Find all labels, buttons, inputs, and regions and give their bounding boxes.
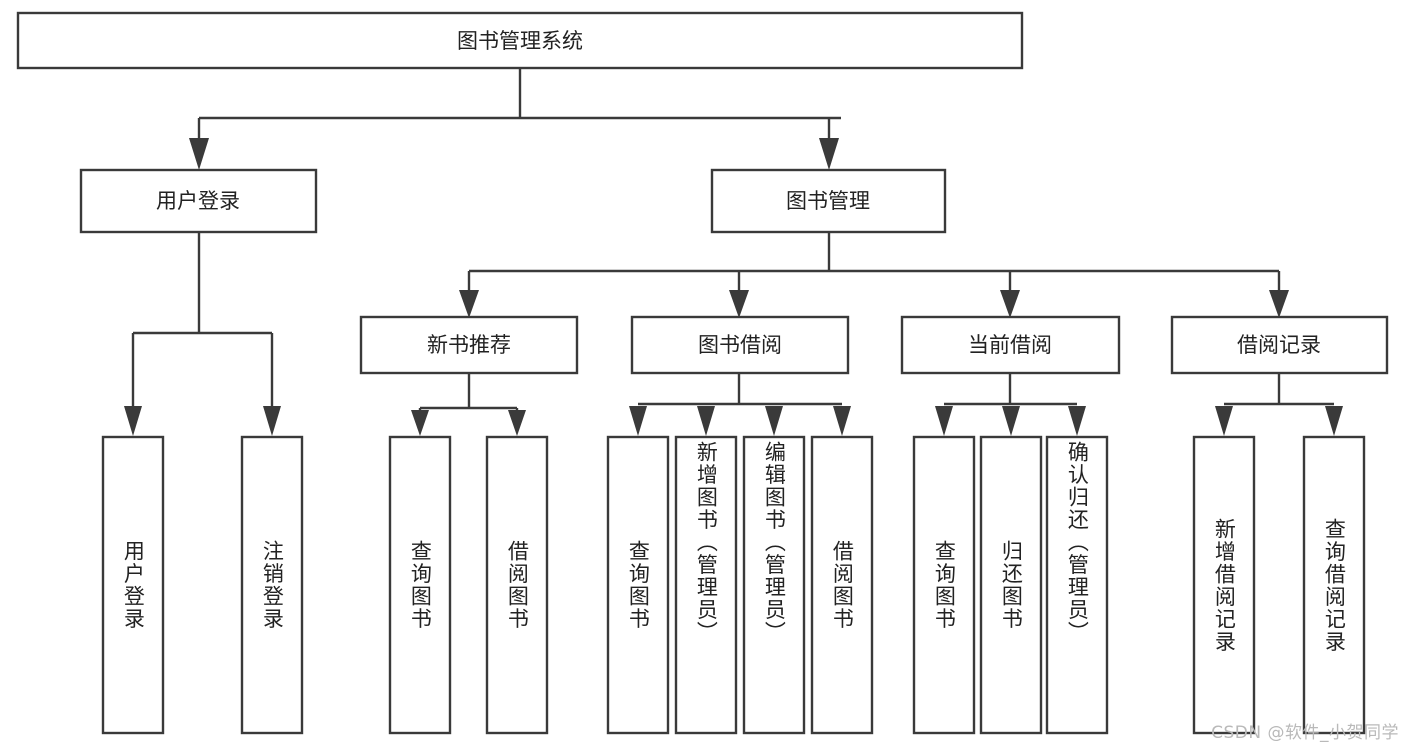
connector-group-borrow-record [1215, 373, 1343, 436]
leaf-box-user-login-1[interactable] [101, 435, 165, 735]
node-borrow-record-label: 借阅记录 [1237, 333, 1321, 357]
node-current-borrow-box[interactable] [900, 315, 1121, 375]
leaf-group-book-borrow [606, 435, 874, 735]
arrow-head-new-book [459, 290, 479, 318]
arrow-head-book-borrow [729, 290, 749, 318]
leaf-box-user-login-2[interactable] [240, 435, 304, 735]
connector-group-book-borrow [629, 373, 851, 436]
leaf-box-current-borrow-3[interactable] [1045, 435, 1109, 735]
arrow-head-nb-leaf2 [508, 410, 526, 436]
node-new-book-recommend-box[interactable] [359, 315, 579, 375]
node-new-book-recommend[interactable]: 新书推荐 [359, 315, 579, 375]
node-current-borrow[interactable]: 当前借阅 [900, 315, 1121, 375]
connector-group-user-login [124, 232, 281, 436]
node-borrow-record-box[interactable] [1170, 315, 1389, 375]
leaf-box-borrow-record-2[interactable] [1302, 435, 1366, 735]
node-root-label: 图书管理系统 [457, 29, 583, 53]
csdn-watermark: CSDN @软件_小贺同学 [1211, 723, 1399, 743]
node-book-borrow[interactable]: 图书借阅 [630, 315, 850, 375]
leaf-group-new-book [388, 435, 549, 735]
arrow-head-bb-leaf3 [765, 406, 783, 436]
node-user-login-box[interactable] [79, 168, 318, 234]
leaf-box-current-borrow-2[interactable] [979, 435, 1043, 735]
arrow-head-nb-leaf1 [411, 410, 429, 436]
connector-group-book-mgmt [459, 232, 1289, 318]
arrow-head-user-login [189, 138, 209, 170]
leaf-box-book-borrow-4[interactable] [810, 435, 874, 735]
connector-group-new-book [411, 373, 526, 436]
arrow-head-ul-leaf1 [124, 406, 142, 436]
node-new-book-recommend-label: 新书推荐 [427, 333, 511, 357]
node-user-login[interactable]: 用户登录 [79, 168, 318, 234]
connector-group-root [189, 68, 841, 170]
node-book-borrow-box[interactable] [630, 315, 850, 375]
leaf-box-book-borrow-3[interactable] [742, 435, 806, 735]
leaf-group-current-borrow [912, 435, 1109, 735]
node-current-borrow-label: 当前借阅 [968, 333, 1052, 357]
node-book-borrow-label: 图书借阅 [698, 333, 782, 357]
arrow-head-book-mgmt [819, 138, 839, 170]
connector-group-current-borrow [935, 373, 1086, 436]
arrow-head-bb-leaf2 [697, 406, 715, 436]
node-user-login-label: 用户登录 [156, 189, 240, 213]
leaf-box-new-book-1[interactable] [388, 435, 452, 735]
node-root[interactable]: 图书管理系统 [16, 11, 1024, 70]
leaf-box-book-borrow-2[interactable] [674, 435, 738, 735]
arrow-head-cb-leaf2 [1002, 406, 1020, 436]
leaf-box-current-borrow-1[interactable] [912, 435, 976, 735]
arrow-head-bb-leaf1 [629, 406, 647, 436]
arrow-head-cb-leaf3 [1068, 406, 1086, 436]
arrow-head-bb-leaf4 [833, 406, 851, 436]
leaf-group-user-login [101, 435, 304, 735]
node-book-management[interactable]: 图书管理 [710, 168, 947, 234]
arrow-head-borrow-record [1269, 290, 1289, 318]
leaf-box-book-borrow-1[interactable] [606, 435, 670, 735]
arrow-head-ul-leaf2 [263, 406, 281, 436]
arrow-head-current-borrow [1000, 290, 1020, 318]
node-book-management-box[interactable] [710, 168, 947, 234]
leaf-group-borrow-record [1192, 435, 1366, 735]
arrow-head-br-leaf2 [1325, 406, 1343, 436]
arrow-head-cb-leaf1 [935, 406, 953, 436]
node-book-management-label: 图书管理 [786, 189, 870, 213]
node-root-box[interactable] [16, 11, 1024, 70]
arrow-head-br-leaf1 [1215, 406, 1233, 436]
node-borrow-record[interactable]: 借阅记录 [1170, 315, 1389, 375]
leaf-box-new-book-2[interactable] [485, 435, 549, 735]
leaf-box-borrow-record-1[interactable] [1192, 435, 1256, 735]
